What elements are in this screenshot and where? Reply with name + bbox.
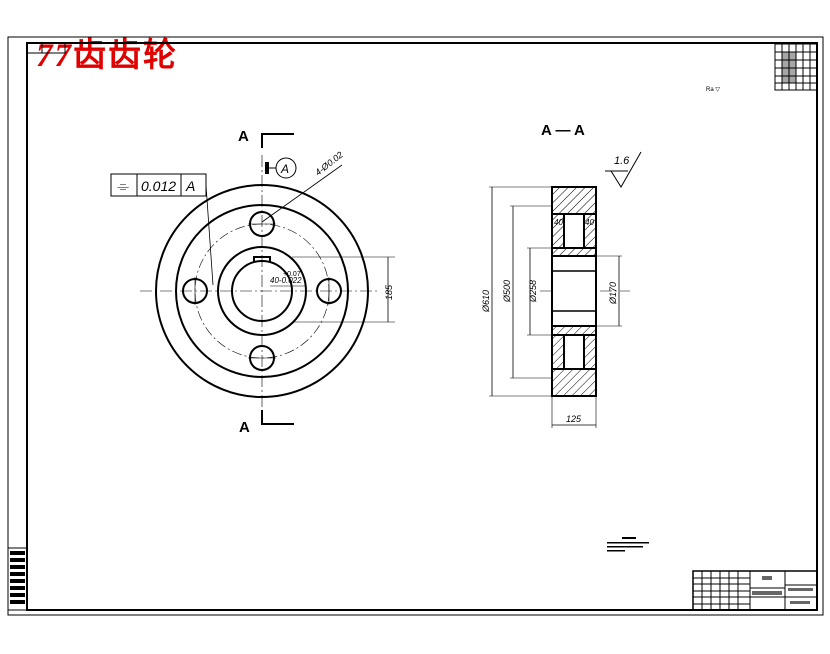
- hub-dim: 185: [384, 284, 394, 300]
- outer-border: [7, 36, 824, 616]
- technical-notes: [607, 537, 649, 552]
- hub-section: [551, 255, 597, 327]
- revision-table: [774, 43, 818, 91]
- title-block: [692, 570, 818, 611]
- hub-circle: [217, 246, 307, 336]
- outer-rim-circle: [155, 184, 369, 398]
- inner-border: [26, 42, 818, 611]
- bore-dia-dim: Ø170: [608, 282, 618, 305]
- section-arrow-bottom: [261, 410, 294, 425]
- width-dim: 125: [566, 414, 582, 424]
- section-arrow-top: [261, 133, 294, 148]
- tolerance-frame: ⌯ 0.012 A: [110, 173, 214, 286]
- roughness-note: Ra ▽: [706, 87, 720, 93]
- roughness-symbol: [610, 151, 642, 188]
- roughness-value: 1.6: [614, 155, 630, 167]
- bore-circle: [231, 260, 293, 322]
- title-text: 齿齿轮: [73, 38, 178, 74]
- section-view: A — A 1.6 40 40: [481, 122, 642, 428]
- hub-dia-dim: Ø258: [528, 280, 538, 303]
- tolerance-symbol: ⌯: [117, 178, 129, 195]
- keyway-tolerance: +0.07: [283, 271, 301, 278]
- rim-dim-right: 40: [585, 218, 594, 227]
- datum-label: A: [280, 162, 289, 176]
- position-callout: 4-Ø0.02: [313, 150, 345, 178]
- section-label-bottom: A: [239, 419, 250, 436]
- left-margin-block: [7, 547, 28, 611]
- upper-rim-section: 40 40: [551, 186, 597, 257]
- outer-dia-dim: Ø610: [481, 290, 491, 313]
- rim-dim-left: 40: [554, 218, 563, 227]
- tolerance-datum: A: [185, 178, 195, 194]
- inner-rim-circle: [175, 204, 349, 378]
- tolerance-value: 0.012: [141, 178, 176, 194]
- section-label-top: A: [238, 128, 249, 145]
- front-view: A A A ⌯ 0.012 A 4-Ø0.02 +0.07 40-0.022 1…: [110, 128, 395, 436]
- lower-rim-section: [551, 325, 597, 397]
- keyway-dim: 40-0.022: [270, 276, 302, 285]
- pitch-dia-dim: Ø500: [502, 280, 512, 303]
- keyway: [253, 256, 271, 262]
- datum-circle: [275, 157, 297, 179]
- top-left-tag: [26, 42, 66, 54]
- section-view-title: A — A: [541, 122, 585, 139]
